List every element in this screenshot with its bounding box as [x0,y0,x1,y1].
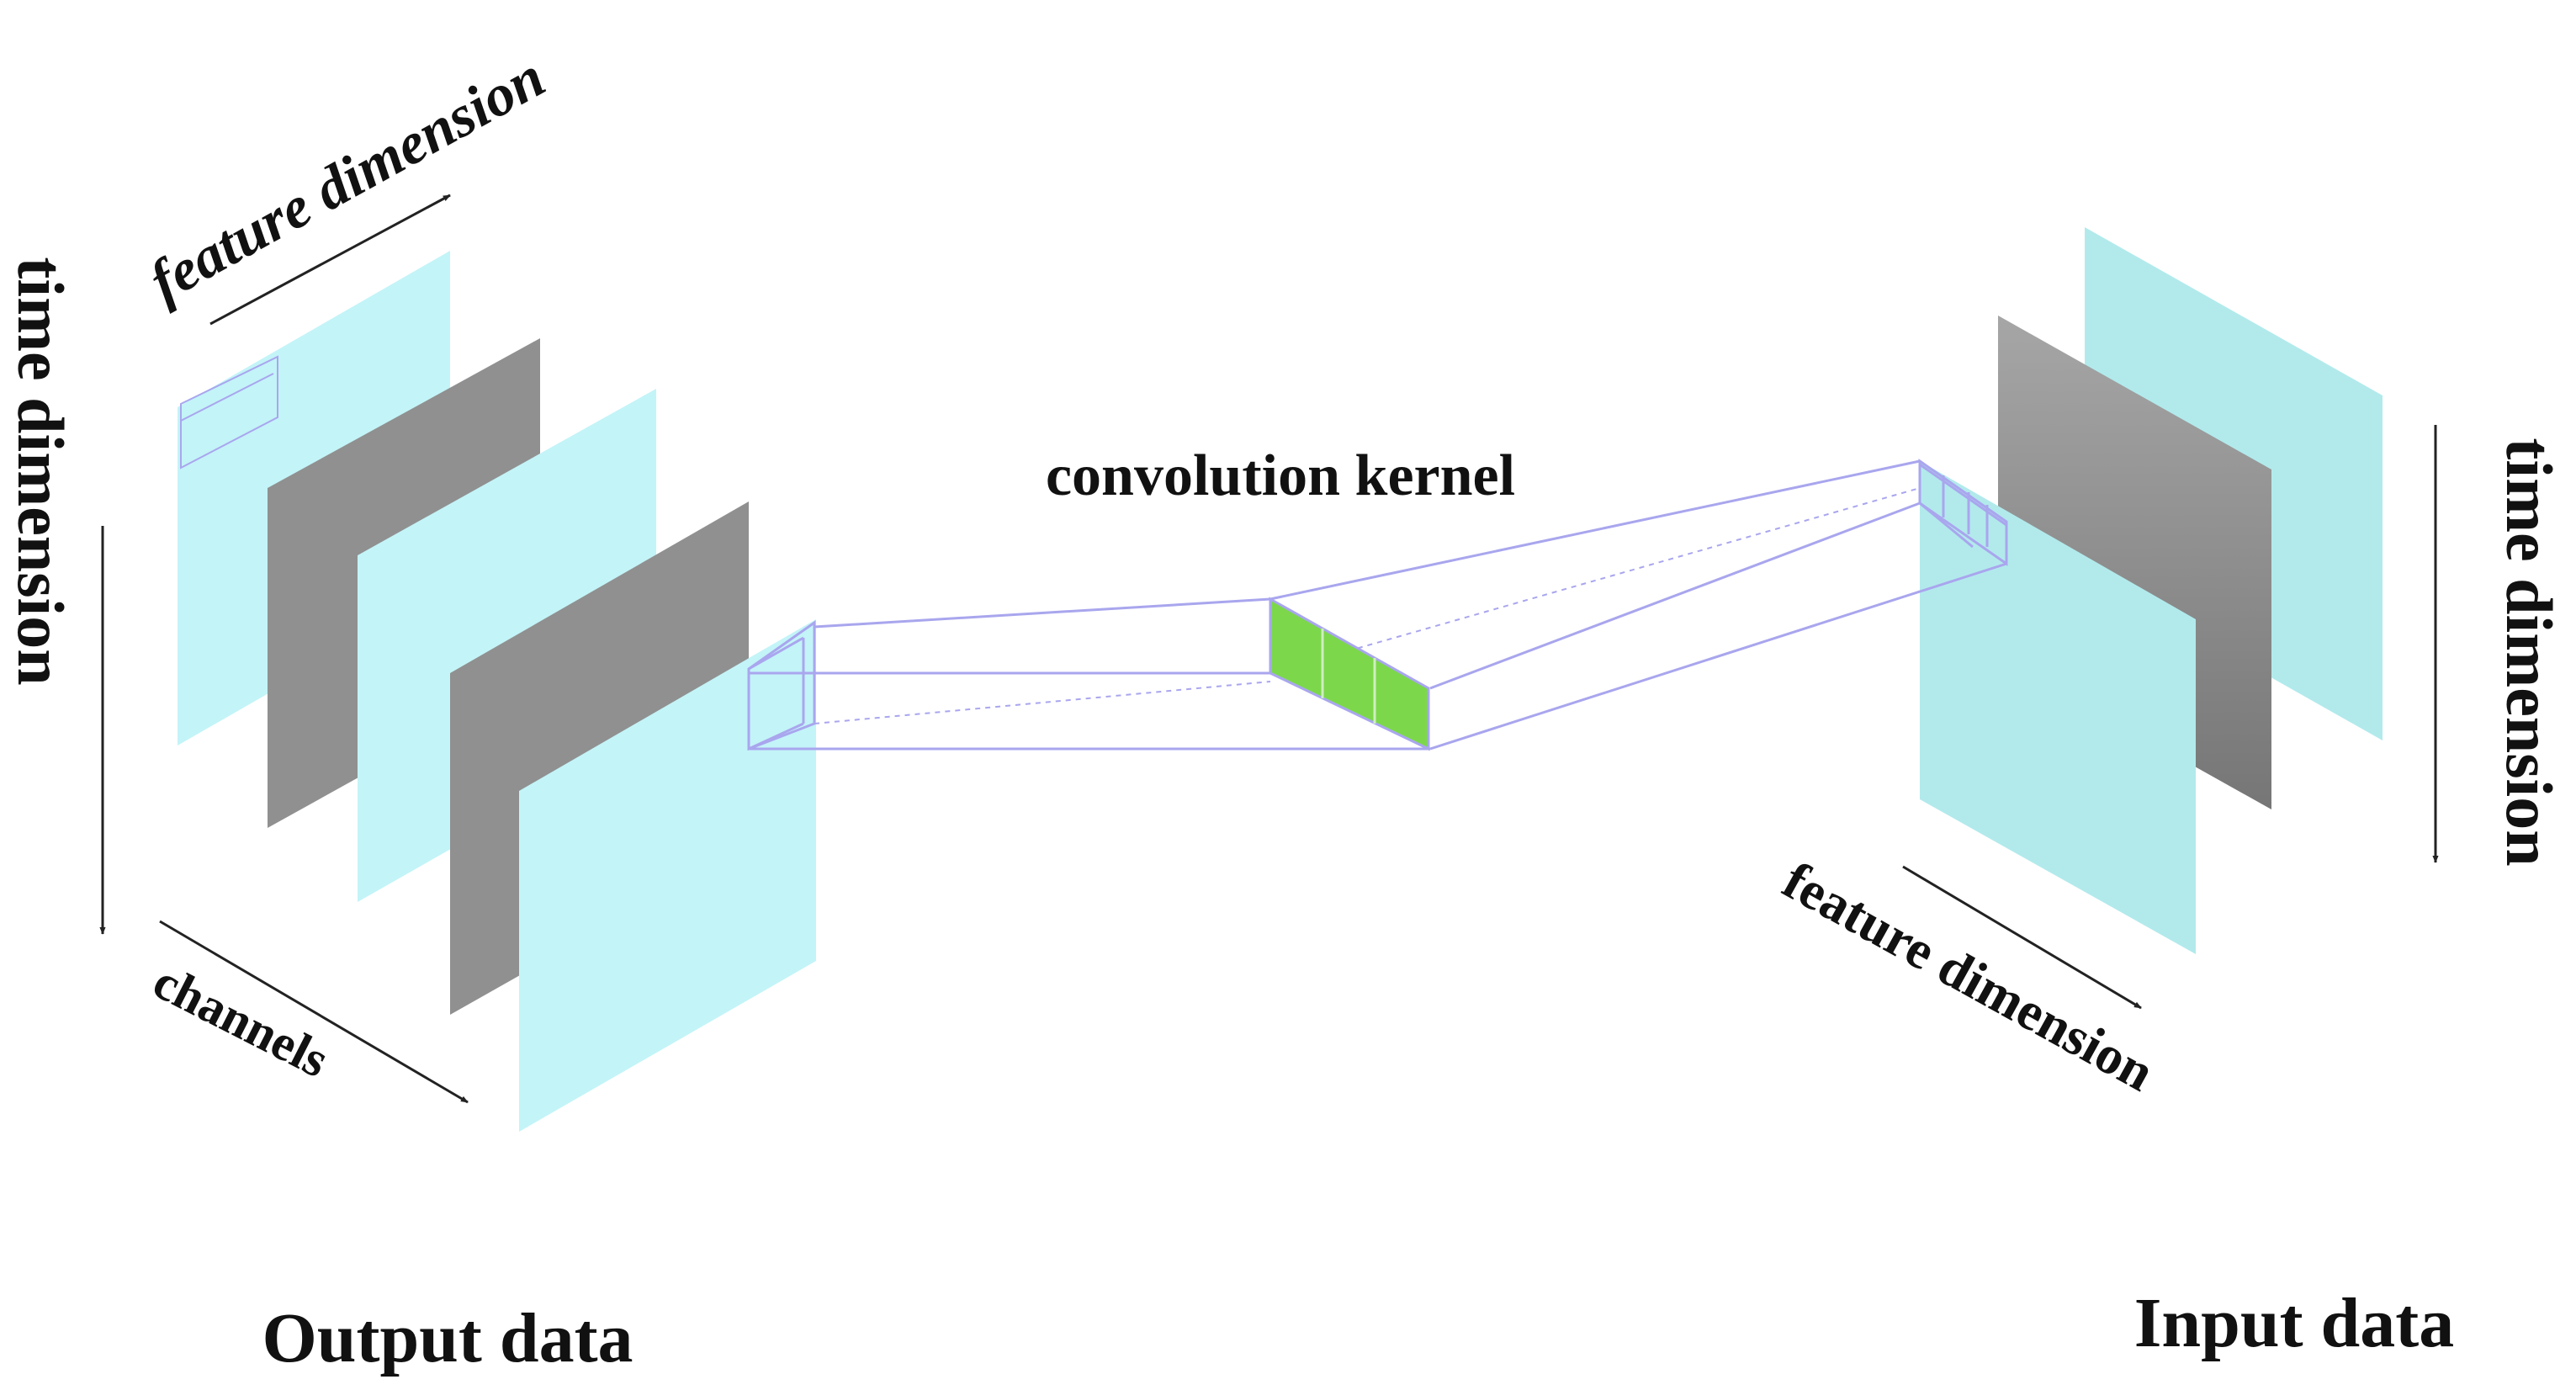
output-data-label: Output data [262,1299,633,1377]
output-time-dimension-label: time dimension [4,257,77,685]
output-channels-arrow [159,920,469,1104]
output-feature-arrow [209,194,451,326]
input-time-dimension-label: time dimension [2493,438,2566,866]
convolution-kernel-label: convolution kernel [1046,443,1515,508]
input-receptive-box [1918,459,2008,566]
output-feature-dimension-label: feature dimension [139,45,555,315]
input-feature-arrow [1902,865,2142,1010]
kernel-projection-lines [747,459,2008,751]
input-data-label: Input data [2134,1284,2455,1362]
output-data-stack [178,251,816,1132]
kernel-block [1269,597,1430,751]
output-plane-3 [519,619,816,1132]
input-plane-front [1920,461,2196,954]
convolution-kernel [1269,597,1430,751]
output-channels-label: channels [145,953,337,1088]
axis-arrows [99,194,2439,1104]
output-window [180,355,278,470]
output-window-edge [180,373,274,422]
input-data-stack [1920,227,2383,954]
